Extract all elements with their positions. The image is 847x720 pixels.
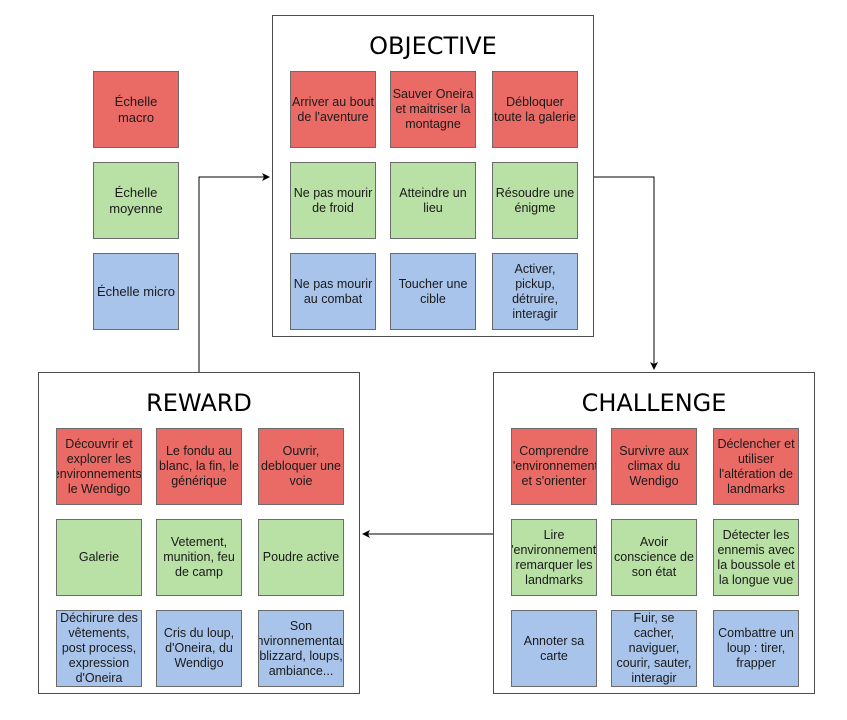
reward-card-9: Son environnementaux blizzard, loups, am…: [258, 610, 344, 687]
challenge-card-4: Lire l'environnement, remarquer les land…: [511, 519, 597, 596]
challenge-card-2: Survivre aux climax du Wendigo: [611, 428, 697, 505]
challenge-title: CHALLENGE: [581, 389, 727, 417]
challenge-card-5: Avoir conscience de son état: [611, 519, 697, 596]
legend-micro: Échelle micro: [93, 253, 179, 330]
reward-card-6: Poudre active: [258, 519, 344, 596]
objective-card-3: Débloquer toute la galerie: [492, 71, 578, 148]
legend-moyenne: Échelle moyenne: [93, 162, 179, 239]
objective-card-4: Ne pas mourir de froid: [290, 162, 376, 239]
objective-title: OBJECTIVE: [369, 32, 497, 60]
reward-card-5: Vetement, munition, feu de camp: [156, 519, 242, 596]
reward-group: REWARD Découvrir et explorer les environ…: [38, 372, 360, 694]
reward-card-4: Galerie: [56, 519, 142, 596]
arrow-objective-to-challenge: [594, 176, 658, 370]
reward-card-7: Déchirure des vêtements, post process, e…: [56, 610, 142, 687]
challenge-card-9: Combattre un loup : tirer, frapper: [713, 610, 799, 687]
legend-macro: Échelle macro: [93, 71, 179, 148]
objective-group: OBJECTIVE Arriver au bout de l'aventure …: [272, 15, 594, 337]
challenge-card-8: Fuir, se cacher, naviguer, courir, saute…: [611, 610, 697, 687]
reward-card-2: Le fondu au blanc, la fin, le générique: [156, 428, 242, 505]
legend-macro-label: Échelle macro: [114, 93, 158, 125]
challenge-group: CHALLENGE Comprendre l'environnement et …: [493, 372, 815, 694]
legend-moyenne-label: Échelle moyenne: [109, 184, 163, 216]
challenge-card-1: Comprendre l'environnement et s'orienter: [511, 428, 597, 505]
objective-card-1: Arriver au bout de l'aventure: [290, 71, 376, 148]
objective-card-5: Atteindre un lieu: [390, 162, 476, 239]
objective-card-2: Sauver Oneira et maitriser la montagne: [390, 71, 476, 148]
challenge-card-7: Annoter sa carte: [511, 610, 597, 687]
objective-card-8: Toucher une cible: [390, 253, 476, 330]
objective-card-7: Ne pas mourir au combat: [290, 253, 376, 330]
challenge-card-6: Détecter les ennemis avec la boussole et…: [713, 519, 799, 596]
reward-card-8: Cris du loup, d'Oneira, du Wendigo: [156, 610, 242, 687]
reward-card-3: Ouvrir, debloquer une voie: [258, 428, 344, 505]
reward-title: REWARD: [146, 389, 252, 417]
legend-micro-label: Échelle micro: [96, 283, 176, 299]
reward-card-1: Découvrir et explorer les environnements…: [56, 428, 142, 505]
objective-card-6: Résoudre une énigme: [492, 162, 578, 239]
objective-card-9: Activer, pickup, détruire, interagir: [492, 253, 578, 330]
arrow-reward-to-objective: [198, 173, 270, 372]
challenge-card-3: Déclencher et utiliser l'altération de l…: [713, 428, 799, 505]
